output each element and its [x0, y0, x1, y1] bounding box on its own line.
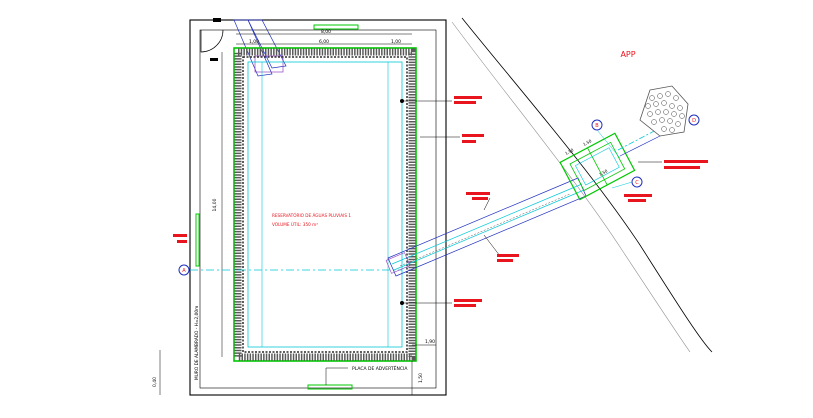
red-note-pipe-b — [497, 259, 513, 262]
section-marker-c-label: C — [635, 180, 639, 186]
dim-bottom-right-vertical: 1,50 — [418, 373, 424, 383]
section-marker-b-label: B — [595, 123, 599, 129]
pipe-leader — [483, 234, 501, 257]
reservoir-inner-cyan — [247, 61, 403, 348]
section-marker-a-label: A — [182, 268, 186, 274]
top-gate-marker — [313, 24, 359, 30]
boundary-curve-outer — [461, 17, 713, 353]
left-red-note — [173, 234, 187, 237]
outlet-pipe — [617, 127, 661, 151]
dim-top-inner: 6,00 — [319, 39, 329, 45]
section-marker-d-label: D — [692, 118, 696, 124]
leader-bottom-dot — [400, 301, 404, 305]
red-note-2b — [462, 140, 476, 143]
outlet-pipe-2 — [619, 133, 665, 157]
app-label: APP — [620, 50, 635, 59]
dim-right-bottom: 1,90 — [425, 339, 435, 345]
red-note-3a — [454, 299, 482, 302]
dim-top-right: 1,00 — [391, 39, 401, 45]
reservoir-volume: VOLUME ÚTIL: 350 m³ — [272, 222, 318, 227]
section-line-c — [611, 181, 633, 189]
reservoir-stone-band-inner — [242, 56, 408, 353]
reservoir-title: RESERVATÓRIO DE ÁGUAS PLUVIAIS 1 — [272, 213, 351, 218]
red-note-pipe-top-b — [472, 197, 488, 200]
inlet-pipe-end — [385, 252, 411, 274]
red-note-box-d — [628, 199, 646, 202]
red-note-box-a — [664, 160, 708, 163]
red-note-1a — [454, 96, 482, 99]
door-side-marker — [210, 58, 218, 61]
dim-top-overall: 8,00 — [321, 29, 331, 35]
inspection-box — [559, 132, 636, 201]
red-note-2a — [462, 134, 484, 137]
site-inner-wall — [199, 29, 437, 389]
top-entry-box — [254, 55, 284, 73]
leader-top-dot — [400, 99, 404, 103]
warning-plate-label: PLACA DE ADVERTÊNCIA — [352, 364, 408, 372]
red-note-pipe-a — [497, 254, 519, 257]
entrance-door — [200, 29, 224, 53]
dim-box-c: 1,50 — [582, 138, 593, 147]
red-note-1b — [454, 101, 476, 104]
red-note-box-b — [664, 166, 700, 169]
dim-top-left: 1,00 — [249, 39, 259, 45]
reservoir-green-outline — [233, 47, 417, 362]
inlet-pipe-lower — [393, 189, 585, 271]
gravel-pattern — [645, 91, 685, 133]
dim-bottom-left-vertical: 0,40 — [152, 377, 158, 387]
section-marker-a[interactable] — [178, 264, 190, 276]
left-green-tick — [195, 213, 200, 267]
inlet-pipe-upper — [391, 183, 583, 265]
dim-box-a: 1,50 — [564, 147, 575, 156]
left-red-note-2 — [177, 240, 187, 243]
reservoir-stone-band — [234, 48, 416, 361]
inspection-box-split — [587, 147, 608, 186]
wall-note: MURO DE ALAMBRADO - H=2,00m — [194, 306, 200, 380]
dim-box-b: 1,50 — [598, 168, 609, 177]
pipe-top-leader — [483, 197, 491, 211]
gravel-drain — [639, 85, 689, 137]
red-note-box-c — [624, 194, 652, 197]
dim-left-height: 14,00 — [212, 198, 218, 211]
boundary-curve-inner — [451, 21, 691, 353]
top-entry-duct-2 — [247, 19, 287, 69]
red-note-pipe-top-a — [466, 192, 490, 195]
section-marker-d[interactable] — [688, 114, 700, 126]
red-note-3b — [454, 304, 476, 307]
door-top-marker — [213, 18, 221, 22]
site-outer-wall — [189, 19, 447, 396]
section-line-b — [596, 129, 621, 159]
inspection-box-cyan — [575, 147, 620, 186]
inlet-pipe-center — [399, 193, 571, 267]
bottom-gate-marker — [307, 384, 353, 390]
